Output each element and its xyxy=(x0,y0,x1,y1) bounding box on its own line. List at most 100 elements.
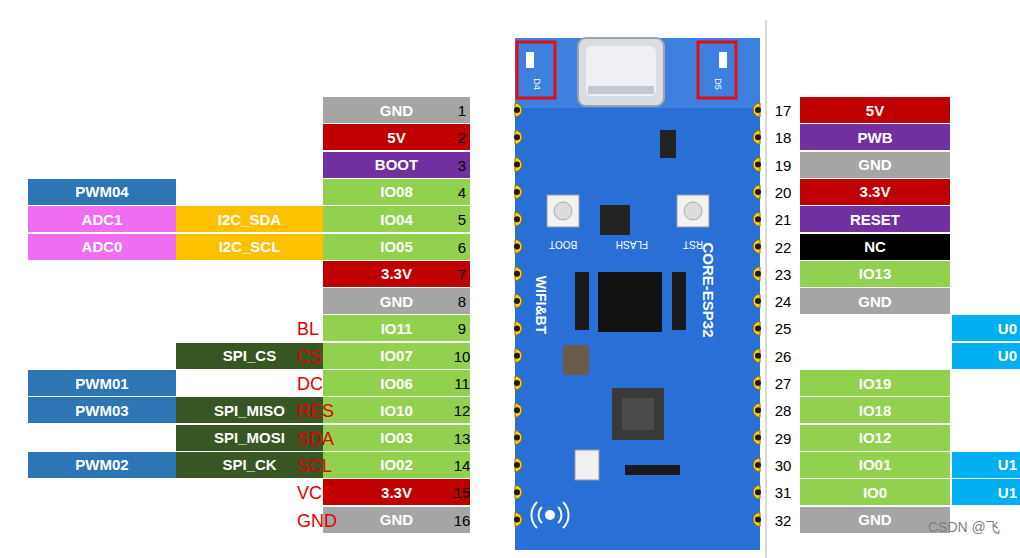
pin-label: IO0 xyxy=(863,484,887,501)
pin-label: IO07 xyxy=(380,347,413,364)
pin-label: IO05 xyxy=(380,238,413,255)
pin-label: GND xyxy=(380,511,413,528)
pin-label: PWM01 xyxy=(75,375,128,392)
pin-box: IO01 xyxy=(800,452,950,478)
pin-label: PWM04 xyxy=(75,183,128,200)
led-mark: D5 xyxy=(713,78,722,90)
pin-label: GND xyxy=(858,293,891,310)
pin-box: IO12 xyxy=(800,425,950,451)
pin-box: PWM01 xyxy=(28,370,176,396)
pin-label: SPI_CS xyxy=(223,347,276,364)
pin-number: 30 xyxy=(775,457,792,472)
pin-label: GND xyxy=(858,156,891,173)
pin-number: 3 xyxy=(458,157,466,172)
pin-box: GND xyxy=(323,97,470,123)
pin-label: I2C_SCL xyxy=(219,238,281,255)
pin-box: NC xyxy=(800,234,950,260)
pin-number: 27 xyxy=(775,376,792,391)
pin-number: 9 xyxy=(458,321,466,336)
pin-box: GND xyxy=(323,507,470,533)
watermark: CSDN @飞 xyxy=(928,520,1000,534)
pin-box: GND xyxy=(800,152,950,178)
pin-number: 1 xyxy=(458,103,466,118)
lcd-signal-label: SCL xyxy=(297,457,332,475)
pin-box: ADC1 xyxy=(28,206,176,232)
pin-label: 3.3V xyxy=(860,183,891,200)
pin-box: I2C_SDA xyxy=(176,206,323,232)
pin-number: 2 xyxy=(458,130,466,145)
pin-box: IO18 xyxy=(800,397,950,423)
pin-label: 3.3V xyxy=(381,265,412,282)
pin-box: IO02 xyxy=(323,452,470,478)
silkscreen-text: WIFI&BT xyxy=(534,276,548,334)
pin-box: GND xyxy=(323,288,470,314)
lcd-signal-label: GND xyxy=(297,512,337,530)
pin-box: 3.3V xyxy=(323,261,470,287)
pin-number: 8 xyxy=(458,294,466,309)
pin-label: NC xyxy=(864,238,886,255)
pin-box: I2C_SCL xyxy=(176,234,323,260)
pin-box: PWB xyxy=(800,124,950,150)
pin-number: 6 xyxy=(458,239,466,254)
pin-label: IO04 xyxy=(380,211,413,228)
lcd-signal-label: DC xyxy=(297,375,323,393)
pin-label: BOOT xyxy=(375,156,418,173)
pin-box: IO08 xyxy=(323,179,470,205)
pin-box: IO0 xyxy=(800,479,950,505)
pin-label: IO18 xyxy=(859,402,892,419)
pin-number: 14 xyxy=(454,457,471,472)
pin-label: IO03 xyxy=(380,429,413,446)
lcd-signal-label: VCC xyxy=(297,484,335,502)
lcd-signal-label: CS xyxy=(297,348,322,366)
pin-label: U1 xyxy=(998,484,1017,501)
pin-label: ADC0 xyxy=(82,238,123,255)
pin-label: IO06 xyxy=(380,375,413,392)
pin-label: GND xyxy=(380,293,413,310)
pin-label: SPI_CK xyxy=(222,456,276,473)
pin-box: 3.3V xyxy=(800,179,950,205)
pin-number: 32 xyxy=(775,512,792,527)
pin-box: 5V xyxy=(800,97,950,123)
pin-box: GND xyxy=(800,507,950,533)
pin-number: 13 xyxy=(454,430,471,445)
pin-number: 4 xyxy=(458,184,466,199)
pin-label: GND xyxy=(858,511,891,528)
pin-number: 5 xyxy=(458,212,466,227)
pin-box: U1 xyxy=(952,452,1020,478)
pin-number: 22 xyxy=(775,239,792,254)
pin-label: PWB xyxy=(858,129,893,146)
pin-box: U0 xyxy=(952,315,1020,341)
pin-label: SPI_MOSI xyxy=(214,429,285,446)
pin-box: U0 xyxy=(952,343,1020,369)
pin-label: IO02 xyxy=(380,456,413,473)
pin-number: 18 xyxy=(775,130,792,145)
pin-label: SPI_MISO xyxy=(214,402,285,419)
pin-label: U0 xyxy=(998,320,1017,337)
pin-box: IO04 xyxy=(323,206,470,232)
pin-label: IO11 xyxy=(381,320,413,337)
pin-number: 26 xyxy=(775,348,792,363)
silkscreen-text: FLASH xyxy=(616,239,648,249)
pin-box: IO19 xyxy=(800,370,950,396)
pin-box: PWM04 xyxy=(28,179,176,205)
pin-box: PWM02 xyxy=(28,452,176,478)
pin-number: 10 xyxy=(454,348,471,363)
lcd-signal-label: RES xyxy=(297,402,334,420)
pin-box: IO13 xyxy=(800,261,950,287)
pin-label: 5V xyxy=(387,129,405,146)
pin-label: IO13 xyxy=(859,265,892,282)
pin-label: IO10 xyxy=(380,402,413,419)
pin-number: 21 xyxy=(775,212,792,227)
pin-label: IO19 xyxy=(859,375,892,392)
pin-box: IO07 xyxy=(323,343,470,369)
pin-box: IO03 xyxy=(323,425,470,451)
pin-number: 11 xyxy=(454,376,470,391)
pin-box: 3.3V xyxy=(323,479,470,505)
pin-box: IO05 xyxy=(323,234,470,260)
pin-number: 17 xyxy=(775,103,792,118)
lcd-signal-label: BL xyxy=(297,320,319,338)
lcd-signal-label: SDA xyxy=(297,430,334,448)
pin-label: PWM03 xyxy=(75,402,128,419)
pin-number: 15 xyxy=(454,485,471,500)
